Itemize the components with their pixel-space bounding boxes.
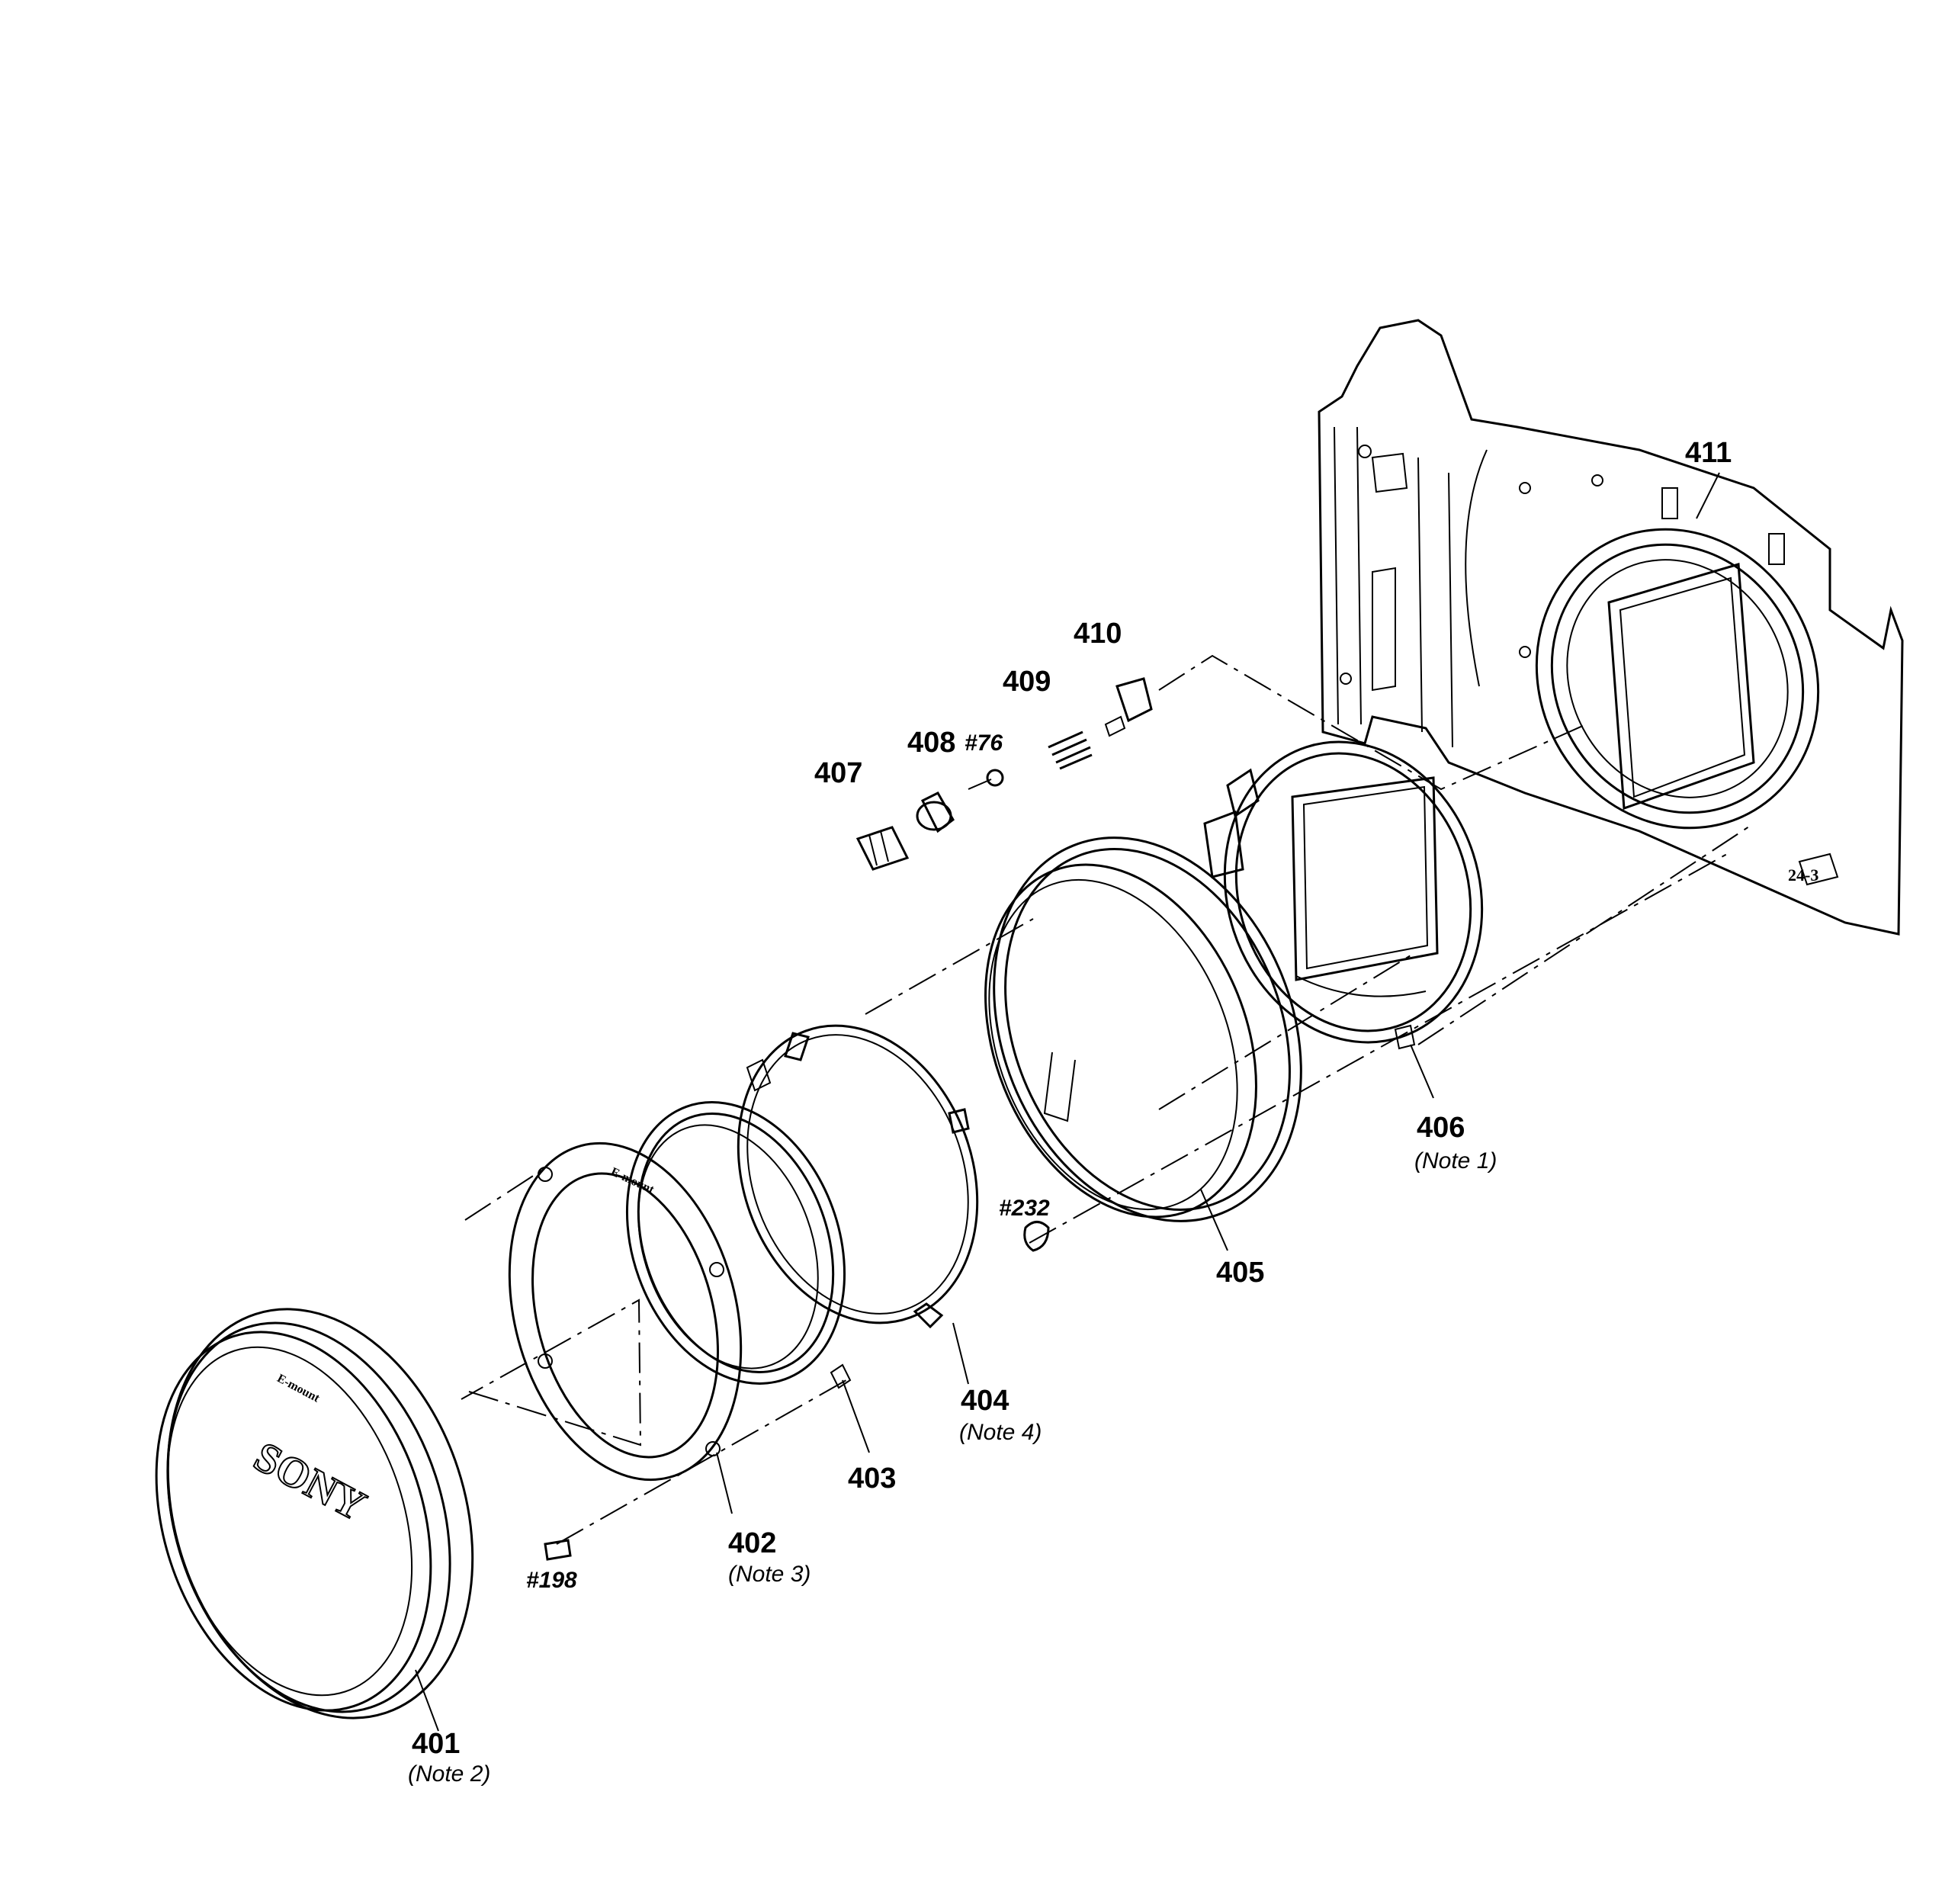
screw-ref-232: #232	[999, 1196, 1050, 1221]
cap-brand-text: SONY	[246, 1433, 373, 1530]
assembly-guide-lines	[461, 654, 1754, 1545]
mount-ring-403	[625, 1101, 852, 1389]
sensor-mount-406	[1203, 740, 1484, 1050]
svg-text:24-3: 24-3	[1788, 865, 1818, 885]
outer-ring-405	[984, 836, 1302, 1222]
label-401: 401	[412, 1728, 461, 1760]
label-407: 407	[814, 757, 863, 789]
label-411: 411	[1685, 437, 1732, 469]
label-403: 403	[848, 1463, 897, 1495]
label-410: 410	[1074, 618, 1122, 650]
label-405: 405	[1216, 1257, 1265, 1289]
release-button-parts	[855, 677, 1153, 871]
lock-ring-404	[737, 1024, 979, 1329]
label-408: 408	[907, 727, 956, 759]
label-404: 404	[961, 1385, 1010, 1417]
front-frame-411: 24-3	[1318, 319, 1904, 936]
note-401: (Note 2)	[408, 1761, 491, 1787]
leader-lines	[415, 472, 1720, 1732]
bayonet-mount-402: E-mount	[508, 1141, 743, 1482]
screw-ref-76: #76	[965, 730, 1003, 756]
note-404: (Note 4)	[959, 1420, 1042, 1445]
note-406: (Note 1)	[1414, 1148, 1497, 1174]
label-409: 409	[1003, 666, 1051, 698]
note-402: (Note 3)	[728, 1562, 811, 1587]
label-402: 402	[728, 1527, 777, 1559]
cap-mount-text: E-mount	[274, 1372, 322, 1405]
screw-ref-198: #198	[526, 1568, 577, 1593]
label-406: 406	[1417, 1112, 1465, 1144]
body-cap-401: SONY E-mount	[155, 1308, 474, 1719]
